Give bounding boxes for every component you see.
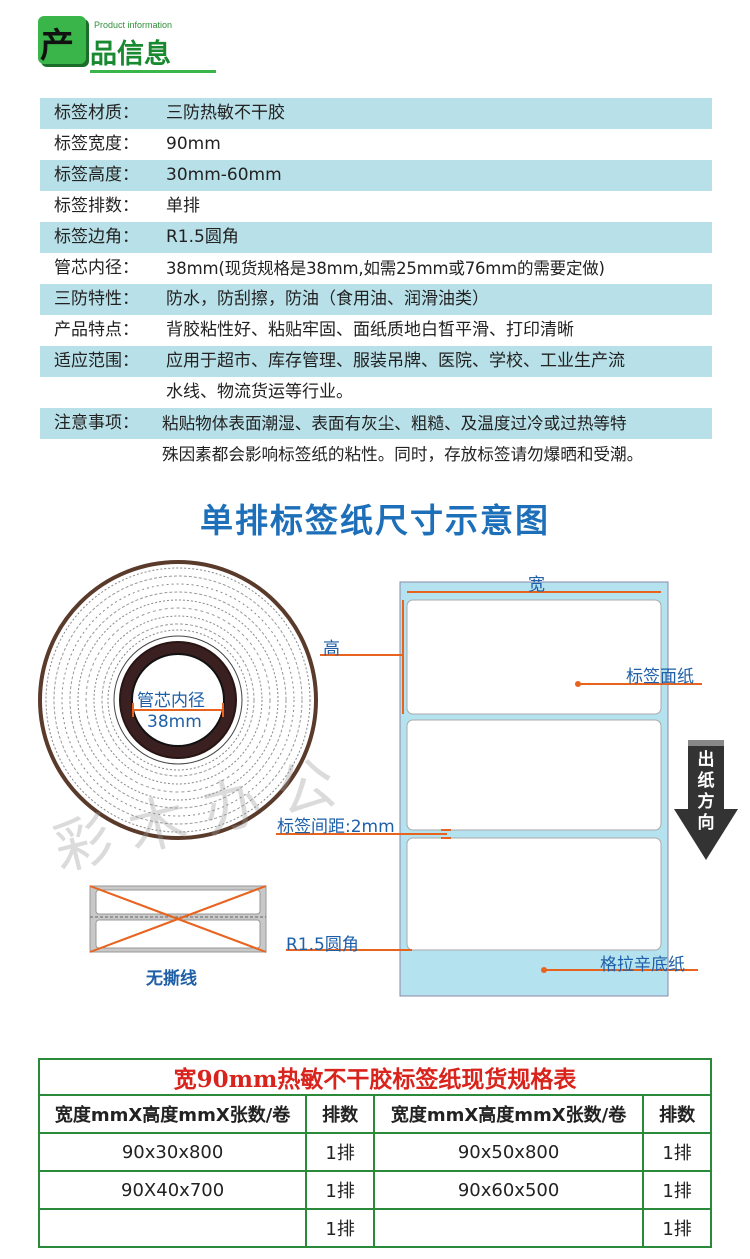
label-roll: [38, 560, 318, 840]
direction-char: 纸: [697, 771, 715, 791]
info-row: 标签材质： 三防热敏不干胶: [40, 98, 712, 129]
table-row: 90X40x700 1排 90x60x500 1排: [37, 1170, 712, 1210]
header-underline: [90, 70, 216, 73]
info-key: 标签边角：: [54, 227, 139, 247]
info-row: 三防特性： 防水，防刮擦，防油（食用油、润滑油类）: [40, 284, 712, 315]
corner-label: R1.5圆角: [286, 935, 359, 955]
no-tear-strip: [89, 885, 267, 953]
product-info-table: 标签材质： 三防热敏不干胶 标签宽度： 90mm 标签高度： 30mm-60mm 标签…: [40, 98, 712, 470]
face-label: 标签面纸: [626, 667, 694, 687]
info-value-line1: 粘贴物体表面潮湿、表面有灰尘、粗糙、及温度过冷或过热等特: [162, 414, 627, 433]
label-size-diagram: 彩 木 办 公 管芯内径 38mm 宽 高 标签面纸 标签间距:2mm R1.5…: [0, 560, 750, 1010]
section-header: 产 Product information 品信息: [38, 14, 216, 73]
direction-char: 方: [697, 792, 715, 812]
core-label: 管芯内径: [137, 691, 205, 711]
info-value: R1.5圆角: [166, 227, 239, 247]
spec-header: 排数: [642, 1094, 712, 1134]
info-value: 粘贴物体表面潮湿、表面有灰尘、粗糙、及温度过冷或过热等特 殊因素都会影响标签纸的…: [158, 408, 712, 470]
height-label: 高: [323, 639, 340, 659]
spec-cell: 90x50x800: [372, 1132, 645, 1172]
spec-cell: 90X40x700: [37, 1170, 308, 1210]
info-row: 适应范围： 应用于超市、库存管理、服装吊牌、医院、学校、工业生产流 水线、物流货…: [40, 346, 712, 408]
spec-cell: 1排: [305, 1170, 375, 1210]
info-value: 应用于超市、库存管理、服装吊牌、医院、学校、工业生产流 水线、物流货运等行业。: [162, 346, 712, 408]
info-row: 标签宽度： 90mm: [40, 129, 712, 160]
info-key: 标签材质：: [54, 103, 139, 123]
spec-cell: 1排: [642, 1208, 712, 1248]
info-key: 产品特点：: [54, 320, 139, 340]
table-row: 1排 1排: [37, 1208, 712, 1248]
diagram-title: 单排标签纸尺寸示意图: [200, 501, 550, 540]
info-value: 三防热敏不干胶: [166, 103, 285, 123]
spec-caption: 宽90mm热敏不干胶标签纸现货规格表: [38, 1058, 712, 1096]
info-row: 注意事项： 粘贴物体表面潮湿、表面有灰尘、粗糙、及温度过冷或过热等特 殊因素都会…: [40, 408, 712, 470]
header-badge: 产: [38, 16, 86, 66]
spec-cell: 1排: [642, 1170, 712, 1210]
info-row: 管芯内径： 38mm(现货规格是38mm,如需25mm或76mm的需要定做): [40, 253, 712, 284]
info-key: 注意事项：: [54, 413, 139, 433]
spec-header: 排数: [305, 1094, 375, 1134]
header-title: 品信息: [90, 39, 171, 70]
diagram-graphics: 彩 木 办 公: [38, 560, 738, 997]
header-badge-char: 产: [40, 26, 74, 66]
info-value: 30mm-60mm: [166, 165, 282, 185]
info-row: 标签边角： R1.5圆角: [40, 222, 712, 253]
info-value: 单排: [166, 196, 200, 216]
header-subtitle: Product information: [94, 20, 173, 30]
info-value: 防水，防刮擦，防油（食用油、润滑油类）: [166, 289, 489, 309]
spec-cell: 90x60x500: [372, 1170, 645, 1210]
spec-cell: [37, 1208, 308, 1248]
info-key: 三防特性：: [54, 289, 139, 309]
direction-arrow-icon: [674, 740, 738, 860]
info-value: 背胶粘性好、粘贴牢固、面纸质地白皙平滑、打印清晰: [166, 320, 574, 340]
spec-cell: [372, 1208, 645, 1248]
spec-table: 宽90mm热敏不干胶标签纸现货规格表 宽度mmX高度mmX张数/卷 排数 宽度m…: [37, 1058, 712, 1248]
info-value-line2: 水线、物流货运等行业。: [166, 382, 353, 402]
info-row: 产品特点： 背胶粘性好、粘贴牢固、面纸质地白皙平滑、打印清晰: [40, 315, 712, 346]
direction-label: 出 纸 方 向: [692, 750, 720, 834]
info-key: 标签宽度：: [54, 134, 139, 154]
spec-cell: 90x30x800: [37, 1132, 308, 1172]
label-strip: [276, 581, 702, 997]
backing-label: 格拉辛底纸: [600, 955, 685, 975]
info-key: 标签排数：: [54, 196, 139, 216]
spec-header: 宽度mmX高度mmX张数/卷: [372, 1094, 645, 1134]
width-label: 宽: [528, 575, 545, 595]
spec-cell: 1排: [305, 1132, 375, 1172]
info-row: 标签高度： 30mm-60mm: [40, 160, 712, 191]
info-key: 适应范围：: [54, 351, 139, 371]
no-tear-label: 无撕线: [146, 969, 197, 989]
info-value-line2: 殊因素都会影响标签纸的粘性。同时，存放标签请勿爆晒和受潮。: [162, 445, 644, 464]
info-row: 标签排数： 单排: [40, 191, 712, 222]
core-value: 38mm: [147, 712, 202, 732]
info-key: 管芯内径：: [54, 258, 139, 278]
spec-cell: 1排: [305, 1208, 375, 1248]
direction-char: 出: [697, 750, 715, 770]
table-row: 90x30x800 1排 90x50x800 1排: [37, 1132, 712, 1172]
info-value: 38mm(现货规格是38mm,如需25mm或76mm的需要定做): [166, 259, 605, 278]
info-value: 90mm: [166, 134, 221, 154]
info-value-line1: 应用于超市、库存管理、服装吊牌、医院、学校、工业生产流: [166, 351, 625, 371]
spec-cell: 1排: [642, 1132, 712, 1172]
direction-char: 向: [697, 813, 715, 833]
spec-header: 宽度mmX高度mmX张数/卷: [37, 1094, 308, 1134]
gap-label: 标签间距:2mm: [277, 817, 395, 837]
info-key: 标签高度：: [54, 165, 139, 185]
